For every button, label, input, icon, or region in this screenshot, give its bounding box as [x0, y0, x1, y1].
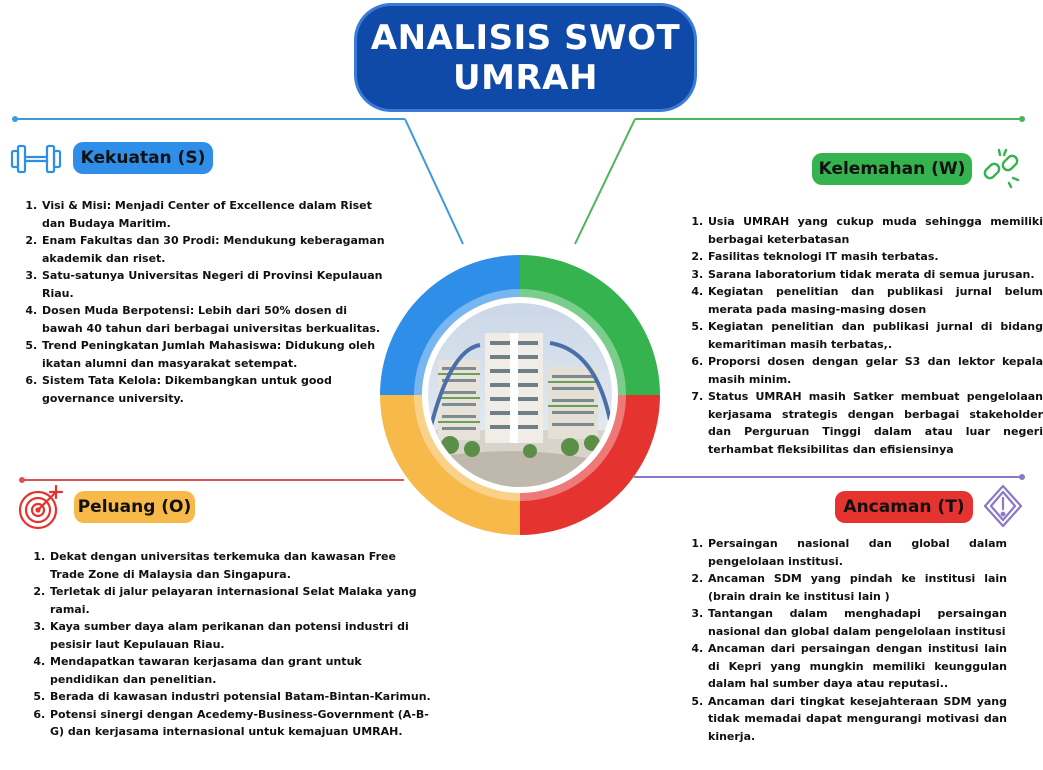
opportunity-item-1: Dekat dengan universitas terkemuka dan k… — [49, 548, 433, 583]
title-banner: ANALISIS SWOT UMRAH — [357, 6, 694, 109]
strength-item-2: Enam Fakultas dan 30 Prodi: Mendukung ke… — [41, 232, 391, 267]
connector-w-diag — [574, 118, 636, 245]
threat-item-2: Ancaman SDM yang pindah ke institusi lai… — [707, 570, 1007, 605]
title-line-1: ANALISIS SWOT — [370, 17, 681, 58]
connector-t-dot — [1019, 474, 1025, 480]
opportunity-item-3: Kaya sumber daya alam perikanan dan pote… — [49, 618, 433, 653]
opportunity-item-5: Berada di kawasan industri potensial Bat… — [49, 688, 433, 706]
threat-item-3: Tantangan dalam menghadapi persaingan na… — [707, 605, 1007, 640]
opportunities-label: Peluang (O) — [74, 491, 195, 523]
title-line-2: UMRAH — [453, 57, 598, 98]
weaknesses-label: Kelemahan (W) — [812, 153, 972, 185]
warning-icon — [983, 484, 1023, 528]
opportunity-item-4: Mendapatkan tawaran kerjasama dan grant … — [49, 653, 433, 688]
opportunity-item-6: Potensi sinergi dengan Acedemy-Business-… — [49, 706, 433, 741]
strength-item-5: Trend Peningkatan Jumlah Mahasiswa: Didu… — [41, 337, 391, 372]
weaknesses-list: Usia UMRAH yang cukup muda sehingga memi… — [688, 213, 1043, 458]
opportunities-list: Dekat dengan universitas terkemuka dan k… — [30, 548, 433, 741]
weakness-item-1: Usia UMRAH yang cukup muda sehingga memi… — [707, 213, 1043, 248]
strength-item-1: Visi & Misi: Menjadi Center of Excellenc… — [41, 197, 391, 232]
strength-item-4: Dosen Muda Berpotensi: Lebih dari 50% do… — [41, 302, 391, 337]
strengths-label: Kekuatan (S) — [73, 142, 213, 174]
weakness-item-7: Status UMRAH masih Satker membuat pengel… — [707, 388, 1043, 458]
strength-item-6: Sistem Tata Kelola: Dikembangkan untuk g… — [41, 372, 391, 407]
connector-o-dot — [19, 477, 25, 483]
threats-label: Ancaman (T) — [835, 491, 973, 523]
broken-link-icon — [983, 148, 1020, 189]
swot-ring-graphic — [380, 255, 660, 535]
threat-item-5: Ancaman dari tingkat kesejahteraan SDM y… — [707, 693, 1007, 746]
weakness-item-4: Kegiatan penelitian dan publikasi jurnal… — [707, 283, 1043, 318]
opportunity-item-2: Terletak di jalur pelayaran internasiona… — [49, 583, 433, 618]
connector-s-diag — [404, 118, 464, 245]
threat-item-4: Ancaman dari persaingan dengan institusi… — [707, 640, 1007, 693]
threats-list: Persaingan nasional dan global dalam pen… — [688, 535, 1007, 745]
weakness-item-2: Fasilitas teknologi IT masih terbatas. — [707, 248, 1043, 266]
weakness-item-5: Kegiatan penelitian dan publikasi jurnal… — [707, 318, 1043, 353]
connector-s-dot — [12, 116, 18, 122]
connector-w-dot — [1019, 116, 1025, 122]
target-icon — [18, 484, 64, 530]
weakness-item-3: Sarana laboratorium tidak merata di semu… — [707, 266, 1043, 284]
threat-item-1: Persaingan nasional dan global dalam pen… — [707, 535, 1007, 570]
dumbbell-icon — [10, 144, 62, 174]
strengths-list: Visi & Misi: Menjadi Center of Excellenc… — [22, 197, 391, 407]
strength-item-3: Satu-satunya Universitas Negeri di Provi… — [41, 267, 391, 302]
weakness-item-6: Proporsi dosen dengan gelar S3 dan lekto… — [707, 353, 1043, 388]
